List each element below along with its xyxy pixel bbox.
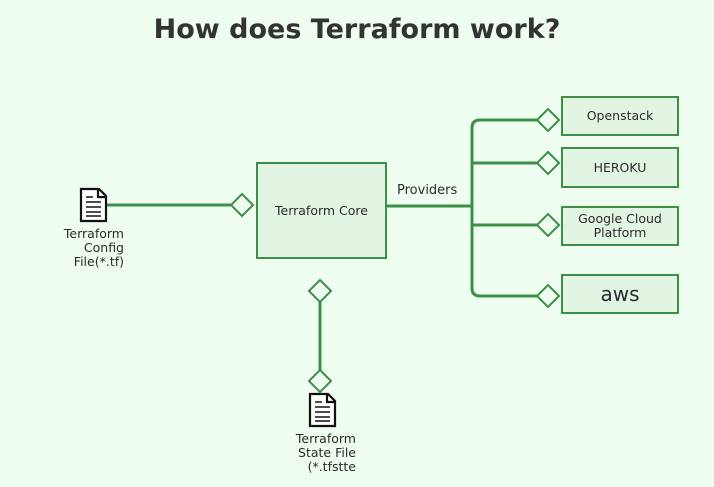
state-label-line: State File [298,445,356,460]
config-document-icon [79,187,108,223]
provider-aws: aws [562,275,678,313]
core-label: Terraform Core [275,202,368,218]
provider-openstack: Openstack [562,97,678,135]
provider-heroku: HEROKU [562,148,678,187]
provider-label: Openstack [586,108,654,123]
state-document-icon [308,392,337,428]
state-diamond-top [307,278,333,304]
openstack-diamond [535,107,561,133]
providers-label: Providers [397,183,458,198]
core-box-bg [256,162,387,259]
state-file-label: Terraform State File (*.tfstte [256,432,356,474]
provider-label: aws [600,282,640,306]
config-diamond [229,192,255,218]
provider-label: Google Cloud Platform [578,211,662,240]
config-label-line: Terraform [63,226,124,241]
terraform-core-box: Terraform Core [257,163,386,258]
provider-google-cloud: Google Cloud Platform [568,207,672,245]
config-label-line: Config [83,240,124,255]
diagram-title: How does Terraform work? [153,14,561,45]
aws-diamond [535,283,561,309]
config-file-label: Terraform Config File(*.tf) [30,227,124,269]
heroku-diamond [535,150,561,176]
provider-label: HEROKU [593,159,647,175]
state-diamond-bottom [307,368,333,394]
gcp-diamond [535,212,561,238]
config-label-line: File(*.tf) [73,254,124,269]
state-label-line: (*.tfstte [307,459,356,474]
providers-bracket [470,118,537,298]
state-label-line: Terraform [295,431,356,446]
